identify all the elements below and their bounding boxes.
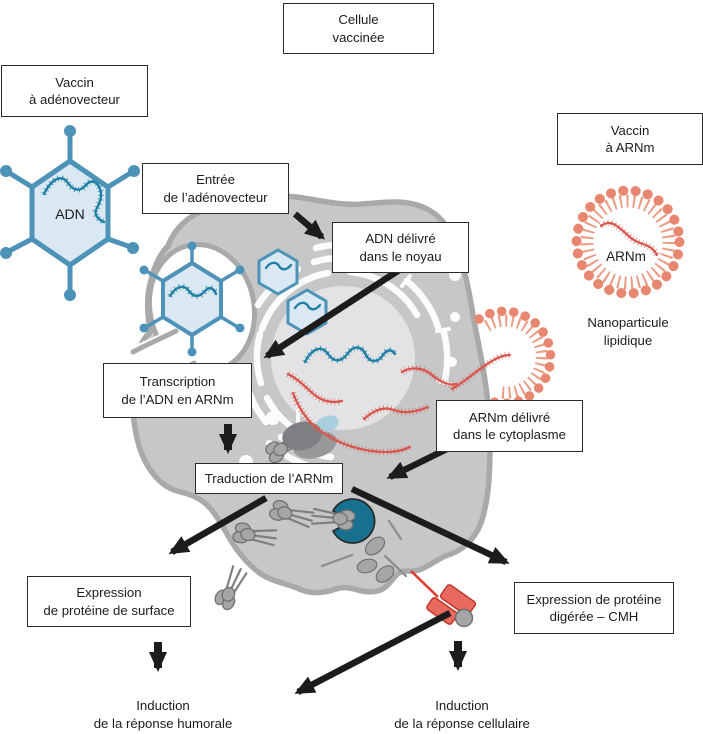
label-box-mrna-vaccine: Vaccin à ARNm: [557, 113, 703, 165]
label-box-dna-delivered: ADN délivré dans le noyau: [332, 222, 469, 273]
label-box-transcription: Transcription de l’ADN en ARNm: [103, 363, 252, 418]
arrow-mhc-to-humoral: [294, 610, 452, 695]
surface-spike-protein: [211, 563, 252, 613]
caption-lipid-nanoparticle: Nanoparticule lipidique: [587, 315, 669, 348]
particle-label-arnm: ARNm: [606, 249, 646, 264]
adenovirus-vaccine-particle: [0, 125, 140, 301]
label-box-digested-protein-expression: Expression de protéine digérée – CMH: [514, 582, 674, 634]
label-box-mrna-delivered: ARNm délivré dans le cytoplasme: [436, 400, 583, 452]
particle-label-adn: ADN: [55, 206, 85, 222]
arrow-to-surface-expression: [168, 495, 268, 555]
peptide-fragments: [320, 519, 408, 583]
caption-humoral-response: Induction de la réponse humorale: [93, 698, 233, 731]
label-box-adenovector-vaccine: Vaccin à adénovecteur: [1, 65, 148, 117]
arrow-entry: [292, 211, 326, 240]
label-box-adenovector-entry: Entrée de l’adénovecteur: [142, 163, 289, 214]
arrow-to-digested-expression: [350, 486, 510, 565]
entering-adenovirus: [139, 241, 245, 357]
label-box-surface-protein-expression: Expression de protéine de surface: [27, 576, 191, 627]
label-box-vaccinated-cell: Cellule vaccinée: [283, 3, 434, 54]
viral-capsid-1: [257, 248, 299, 296]
mhc-complex: [410, 570, 477, 628]
lipid-nanoparticle: [571, 185, 685, 299]
caption-cellular-response: Induction de la réponse cellulaire: [394, 698, 530, 731]
label-box-translation: Traduction de l’ARNm: [195, 463, 343, 494]
